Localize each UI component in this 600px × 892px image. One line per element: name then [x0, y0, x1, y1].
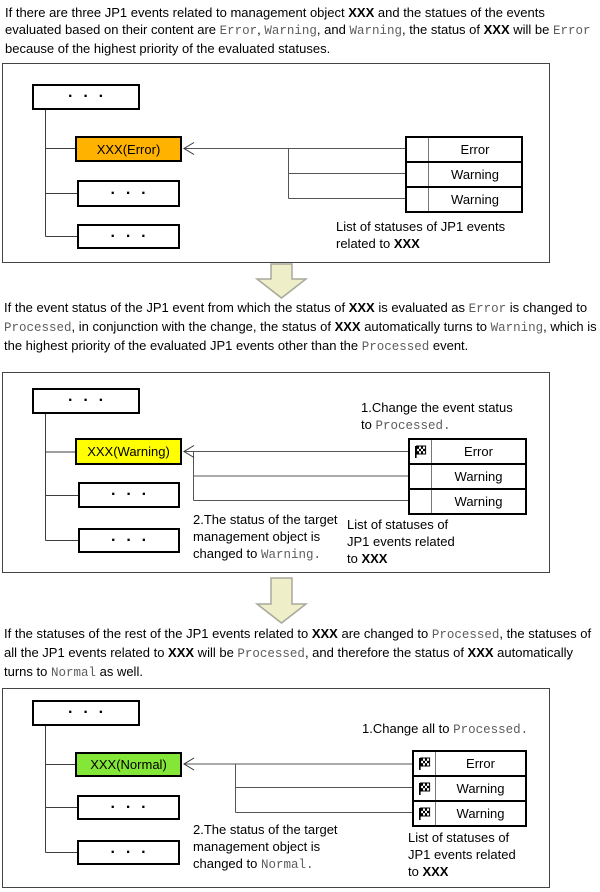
ellipsis-dots: ··· [68, 88, 114, 105]
status-cell: Warning [456, 781, 505, 796]
step-2-label: 2.The status of the target management ob… [193, 511, 353, 564]
ellipsis-dots: ··· [111, 531, 157, 549]
step-line: 1.Change all to Processed. [362, 721, 529, 737]
sibling-node-box: ··· [77, 840, 180, 865]
caption-line: List of statuses of [408, 830, 510, 845]
caption-line: to XXX [347, 551, 388, 566]
root-node-box: ··· [32, 388, 140, 414]
management-object-node-normal: XXX(Normal) [75, 752, 182, 777]
status-cell: Warning [456, 806, 505, 821]
ellipsis-dots: ··· [111, 486, 157, 503]
step-1-label: 1.Change all to Processed. [362, 720, 528, 739]
caption-line: JP1 events related [347, 534, 455, 549]
paragraph-1: If there are three JP1 events related to… [5, 5, 591, 56]
flag-cell [414, 752, 436, 775]
sibling-node-box: ··· [78, 482, 180, 508]
down-block-arrow-1 [254, 263, 309, 299]
checkered-flag-icon [419, 757, 431, 770]
sibling-node-box: ··· [77, 180, 180, 207]
flag-cell [410, 440, 432, 463]
ellipsis-dots: ··· [68, 392, 114, 409]
step-line: to Processed. [361, 417, 451, 433]
step-line: changed to Normal. [193, 856, 314, 872]
caption-line: JP1 events related [408, 847, 516, 862]
flag-cell [414, 777, 436, 800]
sibling-node-box: ··· [78, 528, 180, 553]
ellipsis-dots: ··· [68, 704, 114, 721]
table-row: Warning [414, 802, 525, 825]
checkered-flag-icon [415, 445, 427, 458]
status-cell: Warning [454, 469, 503, 484]
management-object-node-warning: XXX(Warning) [75, 438, 182, 465]
status-cell: Warning [454, 494, 503, 509]
table-row: Warning [410, 490, 525, 513]
node-label: XXX(Error) [96, 141, 161, 157]
ellipsis-dots: ··· [110, 227, 157, 245]
step-line: 2.The status of the target [193, 822, 338, 837]
flag-cell [407, 138, 429, 161]
status-cell: Warning [451, 167, 499, 182]
caption-line: related to XXX [336, 236, 420, 251]
status-cell: Error [464, 444, 493, 459]
ellipsis-dots: ··· [110, 798, 157, 816]
sibling-node-box: ··· [77, 224, 180, 249]
step-line: 2.The status of the target [193, 512, 338, 527]
checkered-flag-icon [419, 807, 431, 820]
ellipsis-dots: ··· [110, 184, 157, 202]
flag-cell [407, 188, 429, 211]
table-caption-2: List of statuses of JP1 events related t… [347, 516, 455, 567]
flag-cell [410, 490, 432, 513]
step-line: management object is [193, 529, 321, 544]
step-1-label: 1.Change the event status to Processed. [361, 399, 513, 435]
step-2-label: 2.The status of the target management ob… [193, 821, 363, 874]
paragraph-3: If the statuses of the rest of the JP1 e… [4, 626, 592, 680]
table-row: Warning [414, 777, 525, 802]
root-node-box: ··· [32, 700, 140, 726]
table-caption-1: List of statuses of JP1 events related t… [336, 218, 505, 252]
flag-cell [410, 465, 432, 488]
event-status-table-1: Error Warning Warning [405, 136, 523, 213]
table-caption-3: List of statuses of JP1 events related t… [408, 829, 516, 880]
status-cell: Error [466, 756, 495, 771]
down-block-arrow-2 [254, 577, 309, 624]
checkered-flag-icon [419, 782, 431, 795]
status-cell: Error [460, 142, 490, 157]
table-row: Error [407, 138, 521, 163]
table-row: Warning [407, 163, 521, 188]
caption-line: List of statuses of JP1 events [336, 219, 506, 234]
table-row: Error [414, 752, 525, 777]
step-line: 1.Change the event status [361, 400, 513, 415]
node-label: XXX(Normal) [90, 757, 167, 772]
event-status-table-2: Error Warning Warning [408, 438, 527, 515]
caption-line: to XXX [408, 864, 449, 879]
paragraph-2: If the event status of the JP1 event fro… [4, 300, 597, 354]
step-line: management object is [193, 839, 321, 854]
table-row: Error [410, 440, 525, 465]
table-row: Warning [410, 465, 525, 490]
status-cell: Warning [451, 192, 499, 207]
root-node-box: ··· [32, 84, 140, 110]
sibling-node-box: ··· [77, 795, 180, 820]
flag-cell [414, 802, 436, 825]
table-row: Warning [407, 188, 521, 211]
node-label: XXX(Warning) [87, 444, 170, 459]
caption-line: List of statuses of [347, 517, 449, 532]
step-line: changed to Warning. [193, 546, 321, 562]
ellipsis-dots: ··· [110, 843, 157, 861]
management-object-node-error: XXX(Error) [75, 136, 182, 162]
flag-cell [407, 163, 429, 186]
event-status-table-3: Error Warning Warning [412, 750, 527, 827]
